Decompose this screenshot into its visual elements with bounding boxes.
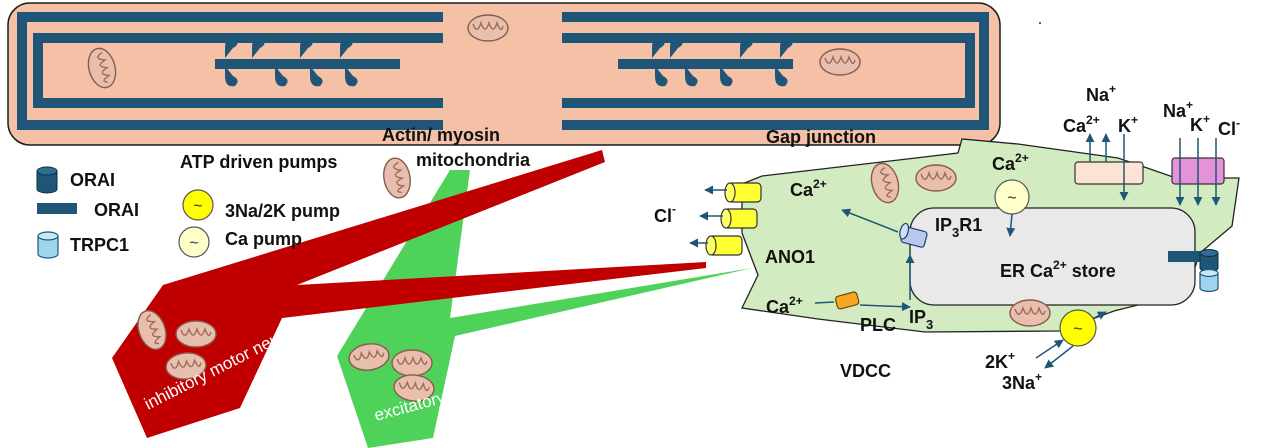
myosin-head-top-6 [740,37,753,58]
ca-pump-calcium-label: Ca2+ [992,151,1029,174]
smooth-muscle-cell: Actin/ myosin Gap junction [7,2,1001,147]
myosin-head-bottom-4 [655,66,668,87]
ip3r1-release-arrow [841,208,899,233]
gap-junction-label: Gap junction [766,127,876,147]
chloride-efflux-label: Cl- [654,202,676,226]
pump-k-in-arrow [1035,339,1064,359]
ano1-channels [705,182,762,256]
myosin-head-top-0 [225,37,238,58]
er-calcium-store [909,207,1196,306]
vdcc-channel [834,291,860,310]
plc-label: PLC [860,315,896,335]
icc-na-k-pump-symbol: ~ [1073,321,1082,338]
vdcc-label: VDCC [840,361,891,381]
mitochondria-legend-icon [380,155,414,201]
myosin-head-top-3 [340,37,353,58]
myosin-head-bottom-1 [275,66,288,87]
orai-cylinder-icon [36,166,58,194]
stray-dot [1039,22,1041,24]
orai-channel-label: ORAI [70,170,115,190]
ca-pump-uptake-arrow [1006,213,1016,237]
inhibitory-neuron-body [112,150,706,438]
plc-to-ip3-arrow [859,302,911,312]
trpc1-cylinder-icon [37,231,59,259]
actin-myosin-label: Actin/ myosin [382,125,500,145]
three-na-label: 3Na+ [1002,370,1042,393]
cl-minus-label: Cl- [1218,116,1240,139]
icc-na-k-pump [1059,309,1097,347]
mitochondria-label: mitochondria [416,150,531,170]
icc-cell: ER Ca2+ store Cl- ANO1 Ca2+ IP3R1 ~ [654,82,1240,393]
na-k-pump-icon [182,189,214,221]
ca-pump-symbol: ~ [189,235,198,252]
ca-pump-icon [178,226,210,258]
myosin-head-top-5 [670,37,683,58]
myosin-head-top-4 [652,37,665,58]
legend: ORAI ORAI TRPC1 ATP driven pumps ~ 3Na/2… [36,152,340,259]
trpc1-label: TRPC1 [70,235,129,255]
myosin-head-top-1 [252,37,265,58]
ip3r1-label: IP3R1 [935,215,982,240]
icc-ca-pump-symbol: ~ [1007,190,1016,207]
vdcc-calcium-label: Ca2+ [766,294,803,317]
muscle-mitochondrion-2 [467,14,509,42]
trpc1-cylinder-er [1199,268,1219,293]
two-k-label: 2K+ [985,349,1015,372]
na-plus-label-2: Na+ [1163,98,1193,121]
right-inner-filament [562,33,975,108]
cytosolic-calcium-label: Ca2+ [790,177,827,200]
icc-mitochondrion-3 [1009,299,1051,327]
actin-bar-right [618,59,793,69]
myosin-head-top-2 [300,37,313,58]
orai-bar-icon [37,203,77,214]
muscle-mitochondrion-3 [819,48,861,76]
inhibitory-mitochondrion-2 [175,320,217,348]
myosin-head-bottom-0 [225,66,238,87]
atp-pumps-title: ATP driven pumps [180,152,337,172]
excitatory-motor-neuron: excitatory motor neuron [337,170,752,448]
left-inner-filament [33,33,443,108]
left-filament-frame [17,12,443,130]
orai-bar-er [1168,251,1212,262]
excitatory-mitochondrion-2 [391,349,433,377]
orai-bar-label: ORAI [94,200,139,220]
myosin-head-bottom-5 [685,66,698,87]
myosin-head-bottom-3 [345,66,358,87]
er-store-label: ER Ca2+ store [1000,258,1116,281]
na-k-pump-label: 3Na/2K pump [225,201,340,221]
k-plus-label-1: K+ [1118,113,1138,136]
right-filament-frame [562,12,989,130]
na-plus-label-1: Na+ [1086,82,1116,105]
cation-channel-pale [1074,161,1144,185]
na-k-pump-symbol: ~ [193,198,202,215]
orai-cylinder-er [1199,249,1219,272]
ip3-label: IP3 [909,307,933,332]
ano1-label: ANO1 [765,247,815,267]
myosin-head-bottom-7 [775,66,788,87]
ca-pump-label: Ca pump [225,229,302,249]
myosin-heads [225,37,793,87]
ca-plus-label-2: Ca2+ [1063,113,1100,136]
myosin-head-bottom-6 [720,66,733,87]
k-plus-label-2: K+ [1190,112,1210,135]
actin-bar-left [215,59,400,69]
excitatory-neuron-body [337,170,752,448]
icc-mitochondrion-2 [915,164,957,192]
ip3r1-channel [899,222,928,248]
myosin-head-top-7 [780,37,793,58]
pump-na-out-arrow [1044,345,1074,369]
myosin-head-bottom-2 [310,66,323,87]
